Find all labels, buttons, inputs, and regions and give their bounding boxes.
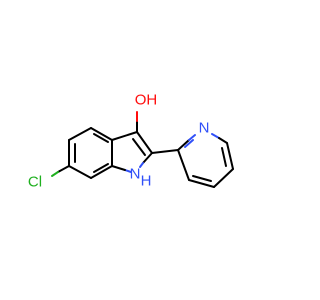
bond-n1p-c6p-n bbox=[211, 133, 220, 139]
bond-c5p-c4p bbox=[213, 168, 234, 188]
bond-c2p-n1p-n bbox=[188, 134, 196, 141]
bond-c3-c2-inner bbox=[132, 138, 146, 156]
bond-c2p-n1p bbox=[177, 139, 190, 151]
bond-c6-cl-cl bbox=[51, 171, 59, 177]
molecule-structure: OH N N H Cl bbox=[28, 92, 234, 191]
bond-c2-n1-n bbox=[139, 162, 144, 168]
bond-n1-c7a-n bbox=[124, 169, 132, 173]
bond-c2-n1 bbox=[142, 152, 153, 164]
bond-c6-cl bbox=[57, 165, 70, 173]
bond-c6-c7 bbox=[68, 165, 92, 179]
bond-c3a-c3 bbox=[111, 131, 138, 141]
bond-c4p-c3p bbox=[188, 179, 215, 188]
bond-c3a-c4 bbox=[90, 127, 113, 141]
pyridine-nitrogen-label: N bbox=[199, 120, 210, 137]
bond-c3a-c4-inner bbox=[93, 133, 109, 143]
bond-c2-c2p bbox=[151, 149, 179, 154]
bond-c6p-c5p-inner bbox=[221, 147, 227, 167]
chlorine-label: Cl bbox=[28, 174, 42, 191]
indole-nitrogen-label: N bbox=[130, 166, 141, 183]
bond-n1p-c6p bbox=[218, 137, 228, 144]
bond-c7-c7a bbox=[90, 165, 113, 179]
bond-c2p-n1p-inner bbox=[184, 139, 194, 148]
hydroxyl-label: OH bbox=[135, 92, 158, 109]
indole-hydrogen-label: H bbox=[141, 173, 152, 190]
bond-c3p-c2p bbox=[177, 149, 190, 181]
bond-c4p-c3p-inner bbox=[192, 175, 212, 182]
bond-n1-c7a bbox=[111, 165, 126, 171]
bond-c4-c5 bbox=[68, 127, 92, 141]
bond-c7-c7a-inner bbox=[93, 163, 109, 173]
bond-c6p-c5p bbox=[226, 142, 234, 170]
bond-c3-c2 bbox=[136, 131, 153, 154]
